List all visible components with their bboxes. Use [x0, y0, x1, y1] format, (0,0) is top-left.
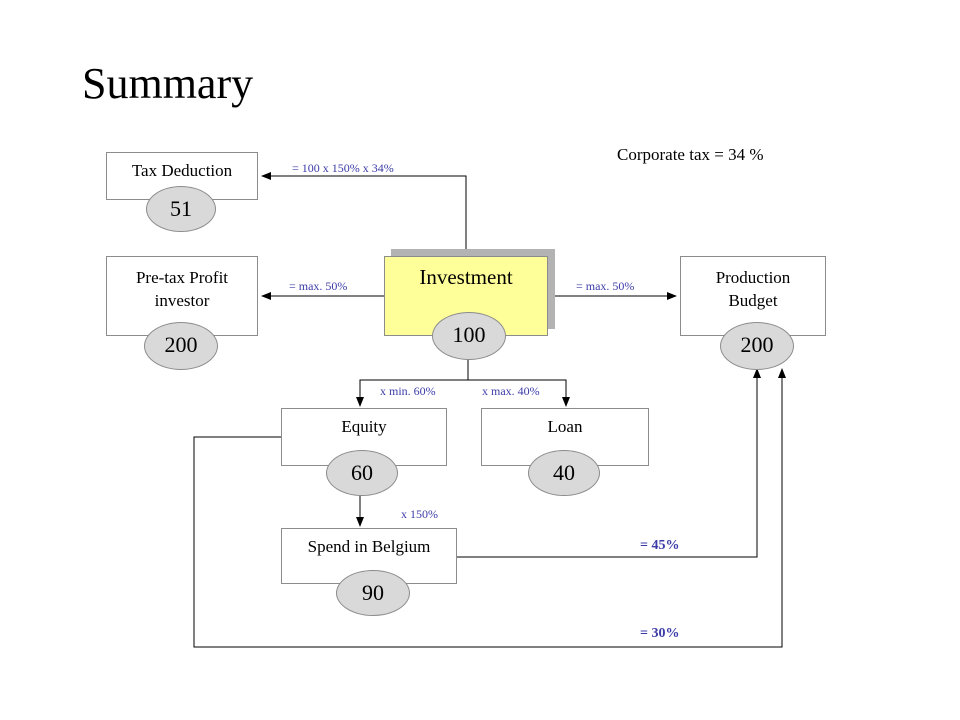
investment-label: Investment — [419, 265, 513, 289]
tax-deduction-value: 51 — [146, 186, 216, 232]
loan-value: 40 — [528, 450, 600, 496]
edge-label-equity-to-spend: x 150% — [401, 507, 438, 521]
edge-equity-production — [193, 368, 786, 648]
investment-value: 100 — [432, 312, 506, 360]
edge-label-to-equity: x min. 60% — [380, 384, 436, 398]
equity-value: 60 — [326, 450, 398, 496]
equity-label: Equity — [341, 417, 387, 436]
production-budget-label-line1: Production — [715, 268, 791, 287]
edge-to-equity — [356, 379, 468, 407]
edge-spend-production — [457, 368, 761, 558]
page-title: Summary — [82, 59, 254, 108]
loan-label: Loan — [547, 417, 583, 436]
edge-label-to-loan: x max. 40% — [482, 384, 540, 398]
corporate-tax-note: Corporate tax = 34 % — [617, 145, 764, 164]
edge-to-loan — [468, 379, 570, 407]
spend-belgium-value: 90 — [336, 570, 410, 616]
pretax-profit-value: 200 — [144, 322, 218, 370]
edge-label-to-production: = max. 50% — [576, 279, 635, 293]
pretax-profit-label-line2: investor — [154, 291, 210, 310]
production-budget-label-line2: Budget — [728, 291, 778, 310]
edge-investment-tax — [261, 172, 467, 254]
spend-belgium-label: Spend in Belgium — [307, 537, 431, 556]
edge-label-equity-to-production: = 30% — [640, 626, 680, 641]
tax-deduction-label: Tax Deduction — [131, 161, 233, 180]
production-budget-value: 200 — [720, 322, 794, 370]
production-budget-box: Production Budget — [680, 256, 826, 336]
pretax-profit-label-line1: Pre-tax Profit — [135, 268, 229, 287]
edge-label-spend-to-production: = 45% — [640, 538, 680, 553]
edge-label-to-tax: = 100 x 150% x 34% — [292, 161, 394, 175]
edge-label-to-pretax: = max. 50% — [289, 279, 348, 293]
